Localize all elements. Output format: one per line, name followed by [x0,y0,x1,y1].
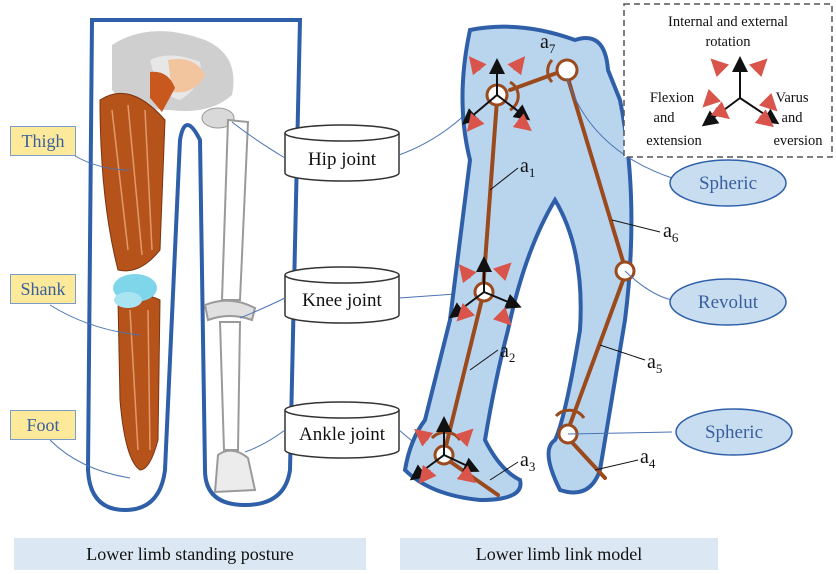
joint-type-hip: Spheric [699,173,757,194]
foot-label: Foot [10,410,76,440]
joint-type-text: Spheric Revolut Spheric [698,173,763,443]
legend-right-1: Varus [775,90,808,106]
thigh-label: Thigh [10,126,76,156]
legend-title-1: Internal and external [668,14,788,30]
shank-label: Shank [10,274,76,304]
cylinder-text: Hip joint Knee joint Ankle joint [299,149,386,445]
legend-left-3: extension [646,133,702,149]
link-label-a2: a2 [500,340,515,365]
link-label-a3: a3 [520,449,535,474]
hip-joint-label: Hip joint [308,149,377,170]
caption-link-model: Lower limb link model [400,538,718,570]
joint-type-ankle: Spheric [705,422,763,443]
link-label-a4: a4 [640,446,656,471]
standing-posture-figure [88,20,300,510]
ankle-joint-label: Ankle joint [299,424,386,445]
link-label-a5: a5 [647,351,662,376]
legend-right-3: eversion [773,133,823,149]
legend-left-1: Flexion [650,90,695,106]
knee-joint-label: Knee joint [302,290,382,311]
rotation-legend: Internal and external rotation Flexion a… [624,4,832,157]
link-label-a6: a6 [663,220,679,245]
legend-left-2: and [654,110,676,126]
joint-type-knee: Revolut [698,292,759,313]
caption-standing-posture: Lower limb standing posture [14,538,366,570]
legend-right-2: and [782,110,804,126]
legend-title-2: rotation [705,34,751,50]
